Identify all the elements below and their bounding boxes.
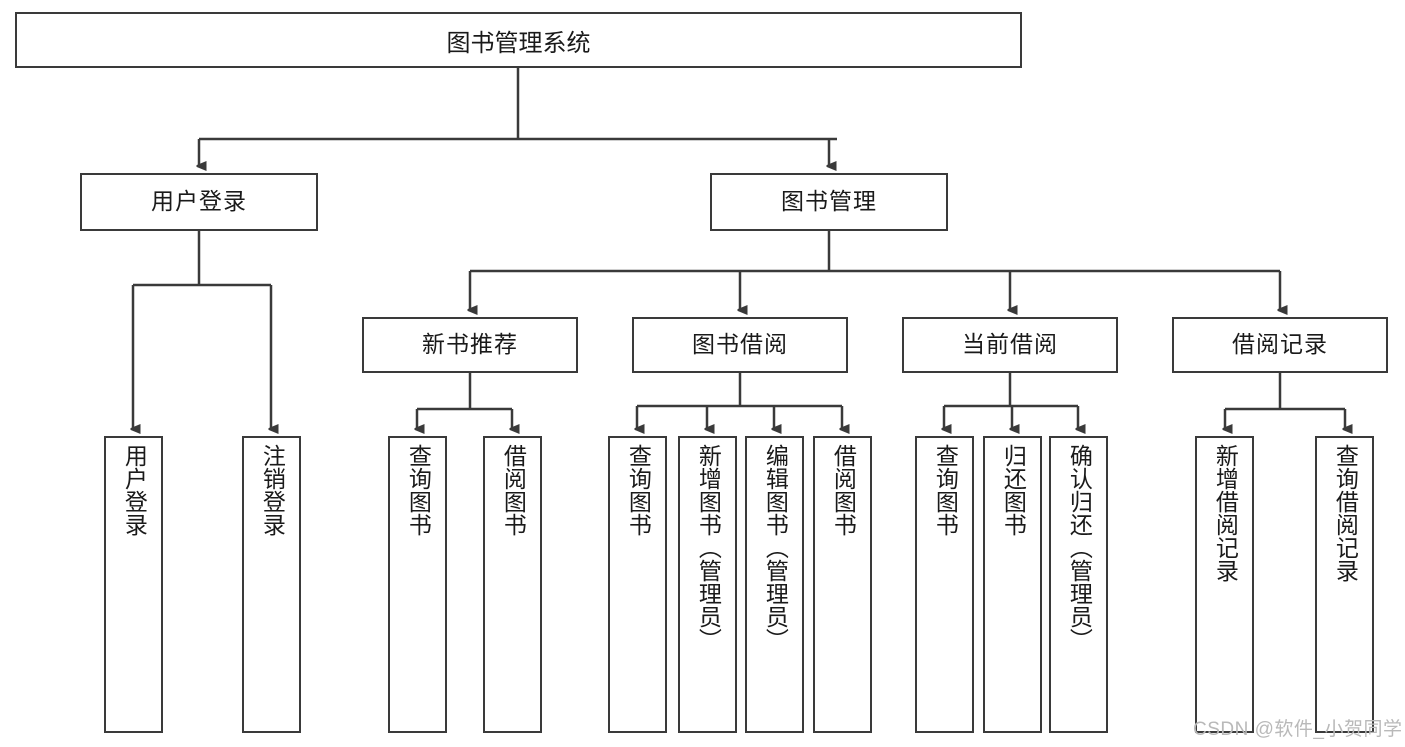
leaf-label: 新增借阅记录 bbox=[1212, 444, 1239, 582]
leaf-label: 查询图书 bbox=[405, 444, 432, 536]
leaf-label: 查询图书 bbox=[932, 444, 959, 536]
node-borrow-record[interactable]: 借阅记录 bbox=[1172, 317, 1388, 373]
leaf-query-book-borrow[interactable]: 查询图书 bbox=[608, 436, 667, 733]
leaf-add-borrow-record[interactable]: 新增借阅记录 bbox=[1195, 436, 1254, 733]
leaf-query-borrow-record[interactable]: 查询借阅记录 bbox=[1315, 436, 1374, 733]
leaf-query-book-recommend[interactable]: 查询图书 bbox=[388, 436, 447, 733]
node-new-book-recommend[interactable]: 新书推荐 bbox=[362, 317, 578, 373]
leaf-edit-book-admin[interactable]: 编辑图书（管理员） bbox=[745, 436, 804, 733]
node-root-system[interactable]: 图书管理系统 bbox=[15, 12, 1022, 68]
node-user-login[interactable]: 用户登录 bbox=[80, 173, 318, 231]
leaf-logout-login[interactable]: 注销登录 bbox=[242, 436, 301, 733]
leaf-borrow-book-recommend[interactable]: 借阅图书 bbox=[483, 436, 542, 733]
csdn-watermark: CSDN @软件_小贺同学 bbox=[1193, 719, 1403, 740]
node-book-management[interactable]: 图书管理 bbox=[710, 173, 948, 231]
leaf-label: 编辑图书（管理员） bbox=[762, 444, 789, 651]
leaf-label: 确认归还（管理员） bbox=[1066, 444, 1093, 651]
leaf-query-book-current[interactable]: 查询图书 bbox=[915, 436, 974, 733]
leaf-label: 归还图书 bbox=[1000, 444, 1027, 536]
leaf-label: 新增图书（管理员） bbox=[695, 444, 722, 651]
leaf-label: 查询借阅记录 bbox=[1332, 444, 1359, 582]
leaf-label: 借阅图书 bbox=[500, 444, 527, 536]
leaf-return-book[interactable]: 归还图书 bbox=[983, 436, 1042, 733]
leaf-label: 查询图书 bbox=[625, 444, 652, 536]
leaf-user-login[interactable]: 用户登录 bbox=[104, 436, 163, 733]
leaf-label: 用户登录 bbox=[121, 444, 148, 536]
leaf-borrow-book[interactable]: 借阅图书 bbox=[813, 436, 872, 733]
leaf-confirm-return-admin[interactable]: 确认归还（管理员） bbox=[1049, 436, 1108, 733]
leaf-label: 借阅图书 bbox=[830, 444, 857, 536]
node-current-borrow[interactable]: 当前借阅 bbox=[902, 317, 1118, 373]
node-book-borrow[interactable]: 图书借阅 bbox=[632, 317, 848, 373]
leaf-label: 注销登录 bbox=[259, 444, 286, 536]
leaf-add-book-admin[interactable]: 新增图书（管理员） bbox=[678, 436, 737, 733]
